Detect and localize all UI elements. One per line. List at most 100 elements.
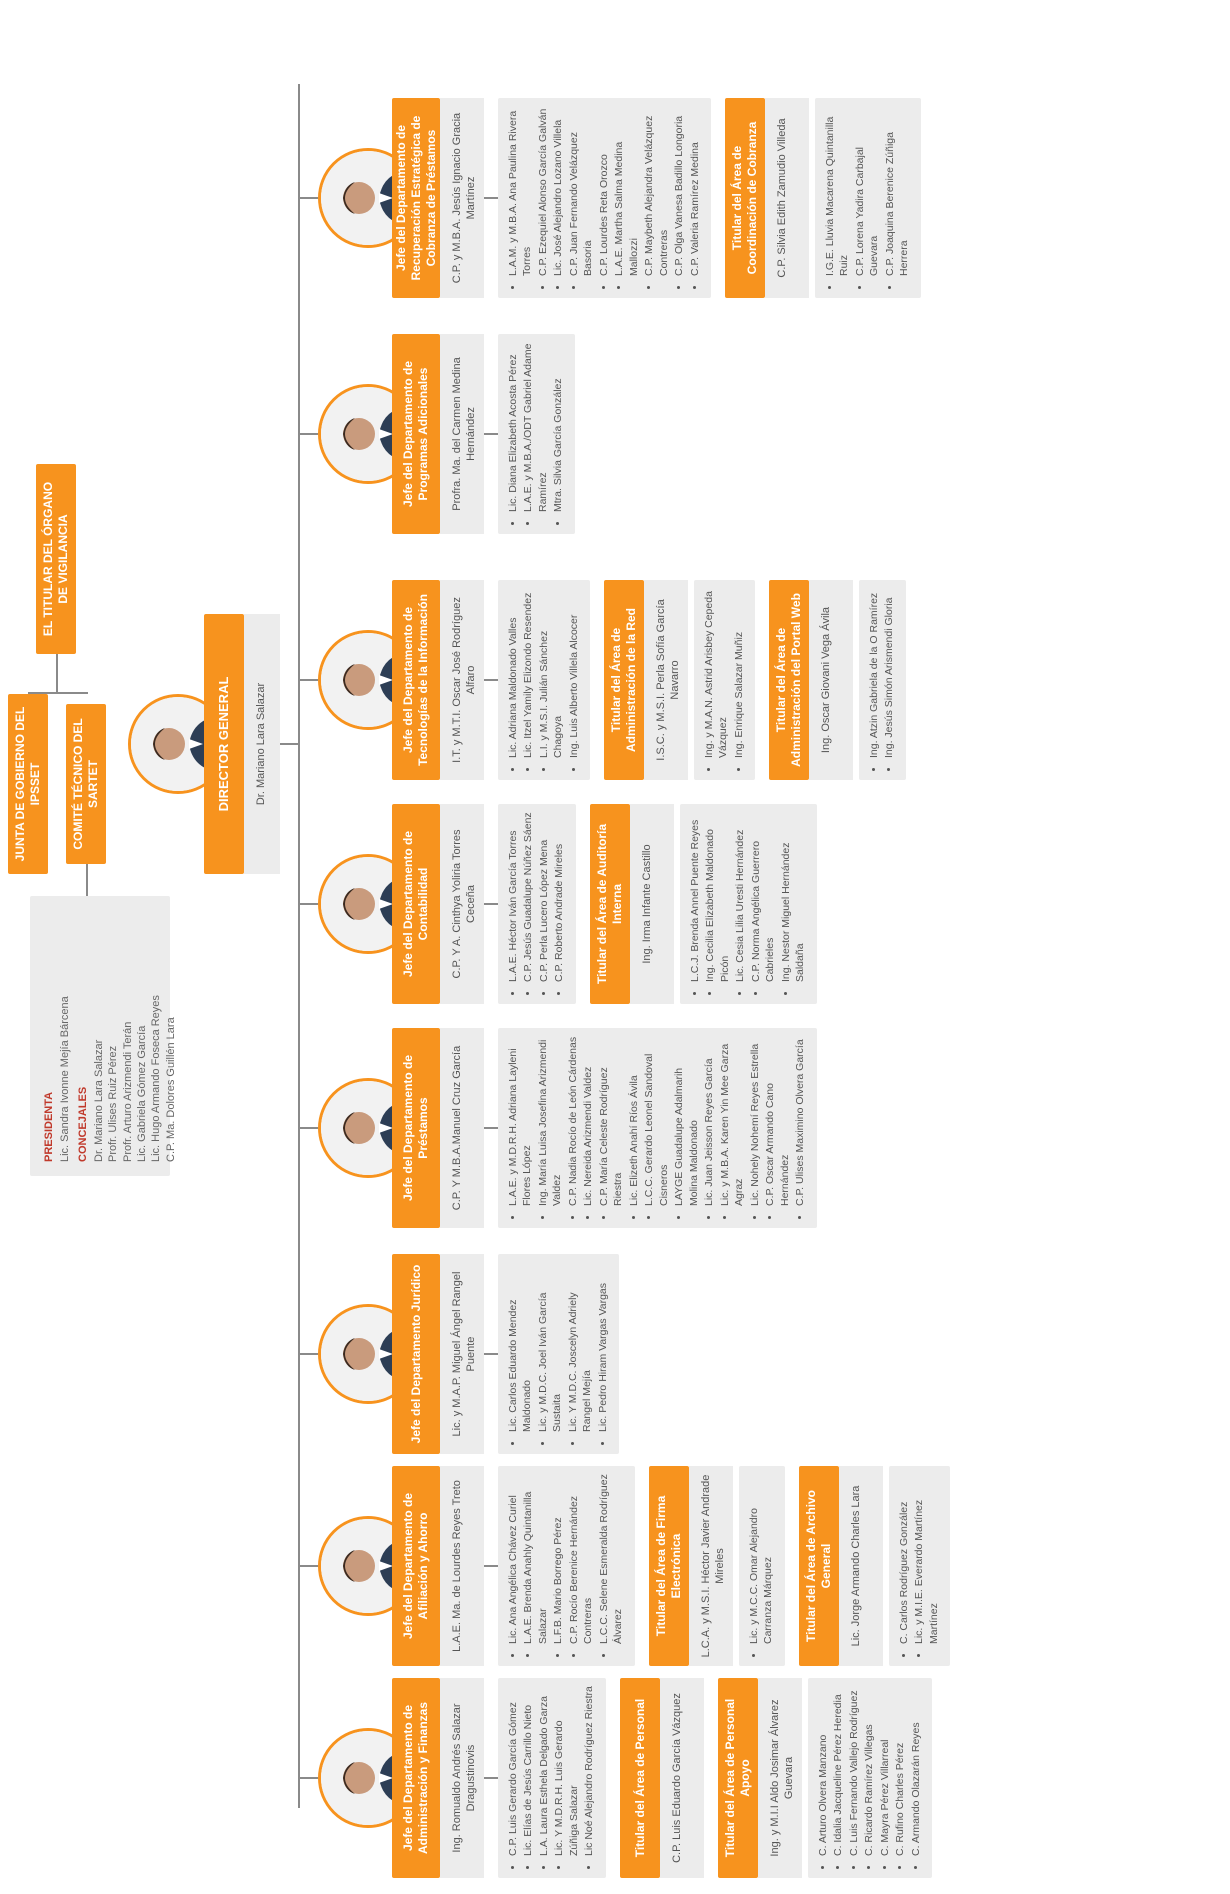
- staff-item: Lic. Pedro Hiram Vargas Vargas: [596, 1262, 610, 1432]
- area-head-name: L.C.A. y M.S.I. Héctor Javier Andrade Mi…: [689, 1466, 733, 1666]
- dept-title: Jefe del Departamento de Administración …: [392, 1678, 440, 1878]
- director-name: Dr. Mariano Lara Salazar: [244, 614, 280, 874]
- area-title: Titular del Área de Administración del P…: [769, 580, 809, 780]
- dept-title: Jefe del Departamento de Contabilidad: [392, 804, 440, 1004]
- staff-item: Lic. y M.I.E. Everardo Martínez Martínez: [912, 1474, 941, 1644]
- dept-head-photo: [318, 1728, 418, 1828]
- staff-item: L.A.E. y M.B.A./ODT Gabriel Adame Ramíre…: [521, 342, 550, 512]
- staff-item: L.A.E. y M.D.R.H. Adriana Layleni Flores…: [506, 1036, 535, 1206]
- dept-head-name: I.T. y M.T.I. Oscar José Rodríguez Alfar…: [440, 580, 484, 780]
- concejales-heading: CONCEJALES: [77, 1086, 90, 1162]
- staff-item: C. Rufino Charles Pérez: [893, 1686, 907, 1856]
- dept-title: Jefe del Departamento de Programas Adici…: [392, 334, 440, 534]
- staff-item: Ing. Cecilia Elizabeth Maldonado Picón: [703, 812, 732, 982]
- gov-members-connector: [86, 864, 88, 896]
- staff-item: Lic. Elizeth Anahí Ríos Ávila: [627, 1036, 641, 1206]
- staff-item: Ing. Nestor Miguel Hernández Saldaña: [779, 812, 808, 983]
- junta-box: JUNTA DE GOBIERNO DEL IPSSET: [8, 694, 48, 874]
- staff-item: C. Luis Fernando Vallejo Rodríguez: [847, 1686, 861, 1856]
- staff-item: LAYGE Guadalupe Adalmarih Molina Maldona…: [672, 1036, 701, 1206]
- staff-item: C.P. Maybeth Alejandra Velázquez Contrer…: [642, 106, 671, 276]
- staff-item: Lic. Y M.D.R.H. Luis Gerardo Zúñiga Sala…: [552, 1686, 581, 1856]
- staff-item: L.A.E. Martha Salma Medina Mallozzi: [612, 106, 641, 276]
- staff-item: Lic. Y M.D.C. Joscelyn Adriely Rangel Me…: [566, 1262, 595, 1432]
- area-title: Titular del Área de Personal: [620, 1678, 660, 1878]
- dept-title: Jefe del Departamento Jurídico: [392, 1254, 440, 1454]
- area-title: Titular del Área de Archivo General: [799, 1466, 839, 1666]
- staff-item: L.I. y M.S.I. Julián Sánchez Chagoya: [537, 588, 566, 758]
- dept-connector: [300, 1353, 318, 1355]
- dept-head-name: C.P. y M.B.A. Jesús Ignacio Gracia Martí…: [440, 98, 484, 298]
- governance-members-box: PRESIDENTA Lic. Sandra Ivonne Mejía Bárc…: [30, 896, 177, 1176]
- dept-staff-connector: [484, 197, 498, 199]
- staff-item: Lic. Cesia Lilia Uresti Hernández: [733, 812, 747, 982]
- dept-head-name: L.A.E. Ma. de Lourdes Reyes Treto: [440, 1466, 484, 1666]
- area-head-name: C.P. Luis Eduardo García Vázquez: [660, 1678, 704, 1878]
- area-staff-box: L.C.J. Brenda Annel Puente ReyesIng. Cec…: [680, 804, 817, 1004]
- presidenta-heading: PRESIDENTA: [43, 1091, 55, 1162]
- staff-item: C.P. Oscar Armando Cano Hernández: [763, 1036, 792, 1206]
- gov-connector-2: [28, 692, 88, 694]
- area-staff-box: I.G.E. Lluvia Macarena Quintanilla RuizC…: [815, 98, 921, 298]
- area-head-name: Ing. Oscar Giovani Vega Ávila: [809, 580, 853, 780]
- staff-item: L.C.C. Gerardo Leonel Sandoval Cisneros: [642, 1036, 671, 1206]
- staff-item: C.P. Perla Lucero López Mena: [537, 812, 551, 982]
- concejal-item: C.P. Ma. Dolores Guillén Lara: [164, 1017, 177, 1162]
- staff-item: Ing. Luis Alberto Villela Alcocer: [567, 588, 581, 758]
- staff-item: C. Ricardo Ramírez Villegas: [862, 1686, 876, 1856]
- staff-item: L.F.B. Mario Borrego Pérez: [551, 1474, 565, 1644]
- staff-item: Lic. Juan Jeisson Reyes García: [702, 1036, 716, 1206]
- dept-connector: [300, 1777, 318, 1779]
- staff-item: Lic Noé Alejandro Rodríguez Riestra: [582, 1686, 596, 1856]
- staff-item: C. Armando Olazarán Reyes: [909, 1686, 923, 1856]
- director-title: DIRECTOR GENERAL: [204, 614, 244, 874]
- dept-title: Jefe del Departamento de Afiliación y Ah…: [392, 1466, 440, 1666]
- staff-item: Lic. Carlos Eduardo Mendez Maldonado: [506, 1262, 535, 1433]
- staff-item: C.P. Luis Gerardo García Gómez: [506, 1686, 520, 1856]
- dept-staff-connector: [484, 1565, 498, 1567]
- staff-item: C. Mayra Pérez Villarreal: [878, 1686, 892, 1856]
- area-staff-box: Lic. y M.C.C. Omar Alejandro Carranza Má…: [739, 1466, 785, 1666]
- concejal-item: Lic. Gabriela Gómez García: [136, 1025, 149, 1162]
- area-staff-box: Ing. y M.A.N. Astrid Arisbey Cepeda Vázq…: [694, 580, 756, 780]
- dept-staff-box: Lic. Carlos Eduardo Mendez MaldonadoLic.…: [498, 1254, 620, 1454]
- staff-item: C.P. Nadia Rocío de León Cárdenas: [566, 1036, 580, 1206]
- staff-item: C. Carlos Rodríguez González: [897, 1474, 911, 1644]
- staff-item: C.P. Rocío Berenice Hernández Contreras: [567, 1474, 596, 1644]
- staff-item: Ing. María Luisa Josefina Arizmendi Vald…: [536, 1036, 565, 1206]
- staff-item: Ing. y M.A.N. Astrid Arisbey Cepeda Vázq…: [702, 588, 731, 758]
- area-head-name: Ing. Irma Infante Castillo: [630, 804, 674, 1004]
- staff-item: C.P. Lourdes Reta Orozco: [597, 106, 611, 276]
- gov-connector: [56, 654, 58, 694]
- staff-item: Lic. y M.C.C. Omar Alejandro Carranza Má…: [747, 1474, 776, 1644]
- area-head-name: I.S.C. y M.S.I. Perla Sofía García Navar…: [644, 580, 688, 780]
- area-title: Titular del Área de Auditoría Interna: [590, 804, 630, 1004]
- staff-item: Lic. Ana Angélica Chávez Curiel: [506, 1474, 520, 1644]
- staff-item: C.P. María Celeste Rodríguez Riestra: [597, 1036, 626, 1206]
- staff-item: Mtra. Silvia García González: [551, 342, 565, 512]
- dept-connector: [300, 433, 318, 435]
- dept-head-name: C.P. Y A. Cinthya Yoliria Torres Ceceña: [440, 804, 484, 1004]
- area-head-name: Ing. y M.I.I Aldo Josimar Álvarez Guevar…: [758, 1678, 802, 1878]
- dept-head-name: Lic. y M.A.P. Miguel Ángel Rangel Puente: [440, 1254, 484, 1454]
- area-title: Titular del Área de Firma Electrónica: [649, 1466, 689, 1666]
- organo-box: EL TITULAR DEL ÓRGANO DE VIGILANCIA: [36, 464, 76, 654]
- area-head-name: C.P. Silvia Edith Zamudio Villeda: [765, 98, 809, 298]
- staff-item: Lic. y M.D.C. Joel Iván García Sustaita: [536, 1262, 565, 1432]
- staff-item: C.P. Ulises Maximino Olvera García: [793, 1036, 807, 1206]
- area-title: Titular del Área de Administración de la…: [604, 580, 644, 780]
- staff-item: Lic. y M.B.A. Karen Yin Mee Garza Agraz: [718, 1036, 747, 1206]
- staff-item: C.P. Lorena Yadira Carbajal Guevara: [853, 106, 882, 276]
- staff-item: C.P. Juan Fernando Velázquez Basoria: [567, 106, 596, 276]
- dept-connector: [300, 679, 318, 681]
- dept-connector: [300, 197, 318, 199]
- staff-item: L.A.E. Brenda Anahly Quintanilla Salazar: [521, 1474, 550, 1644]
- staff-item: L.C.C. Selene Esmeralda Rodríguez Álvare…: [597, 1474, 626, 1644]
- dept-connector: [300, 1127, 318, 1129]
- director-connector: [280, 743, 300, 745]
- staff-item: Lic. José Alejandro Lozano Villela: [551, 106, 565, 276]
- dept-staff-connector: [484, 1127, 498, 1129]
- staff-item: I.G.E. Lluvia Macarena Quintanilla Ruiz: [823, 106, 852, 276]
